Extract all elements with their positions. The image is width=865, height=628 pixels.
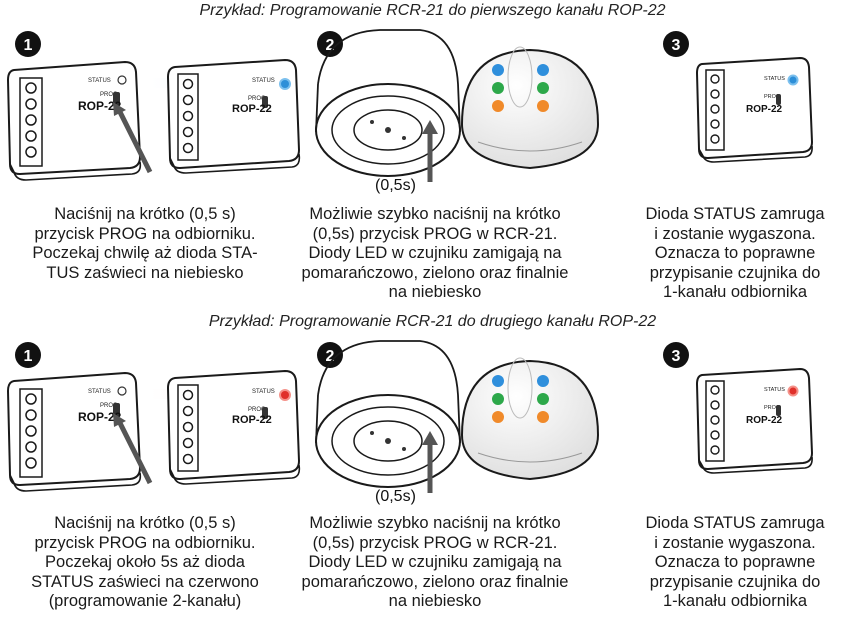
receiver-module-final: STATUS PROG ROP-22 (695, 56, 814, 163)
model-label: ROP-22 (746, 104, 783, 115)
step-1-caption: Naciśnij na krótko (0,5 s) przycisk PROG… (31, 514, 259, 610)
model-label: ROP-22 (78, 410, 122, 424)
status-label: STATUS (252, 389, 275, 395)
status-led (117, 386, 127, 396)
prog-label: PROG (248, 407, 266, 413)
step-3-badge: 3 (663, 31, 689, 57)
step-1-badge: 1 (15, 31, 41, 57)
press-time-label: (0,5s) (375, 488, 416, 505)
step-badge-number: 3 (672, 348, 681, 365)
prog-button (113, 403, 120, 417)
status-label: STATUS (88, 78, 111, 84)
sensor-led-green (492, 393, 504, 405)
prog-label: PROG (100, 403, 118, 409)
sensor-led-orange (537, 100, 549, 112)
section-1-title: Przykład: Programowanie RCR-21 do pierws… (199, 2, 666, 19)
status-label: STATUS (764, 387, 785, 393)
step-badge-number: 1 (24, 348, 33, 365)
press-time-label: (0,5s) (375, 177, 416, 194)
prog-button (262, 407, 268, 419)
section-2-title: Przykład: Programowanie RCR-21 do drugie… (208, 313, 657, 330)
sensor-led-green (492, 82, 504, 94)
prog-button (776, 94, 781, 105)
step-badge-number: 2 (326, 37, 335, 54)
step-3-badge: 3 (663, 342, 689, 368)
sensor-top (460, 357, 600, 481)
step-3-caption: Dioda STATUS zamruga i zostanie wygaszon… (645, 514, 825, 610)
receiver-module-left: STATUS PROG ROP-22 (6, 371, 153, 492)
prog-label: PROG (248, 96, 266, 102)
step-badge-number: 2 (326, 348, 335, 365)
model-label: ROP-22 (232, 414, 272, 426)
step-1-caption: Naciśnij na krótko (0,5 s) przycisk PROG… (32, 205, 258, 282)
step-1-badge: 1 (15, 342, 41, 368)
prog-button (113, 92, 120, 106)
step-2-badge: 2 (317, 342, 343, 368)
receiver-module-right: STATUS PROG ROP-22 (166, 58, 301, 174)
prog-button (776, 405, 781, 416)
sensor-underside (315, 29, 461, 182)
model-label: ROP-22 (746, 415, 783, 426)
status-label: STATUS (88, 389, 111, 395)
step-2-caption: Możliwie szybko naciśnij na krótko (0,5s… (301, 205, 569, 301)
status-led (117, 75, 127, 85)
sensor-led-orange (492, 100, 504, 112)
sensor-top (460, 46, 600, 170)
receiver-module-left: STATUS PROG ROP-22 (6, 60, 153, 181)
step-2-badge: 2 (317, 31, 343, 57)
prog-button (262, 96, 268, 108)
step-badge-number: 1 (24, 37, 33, 54)
model-label: ROP-22 (232, 103, 272, 115)
status-label: STATUS (764, 76, 785, 82)
model-label: ROP-22 (78, 99, 122, 113)
prog-label: PROG (764, 94, 780, 100)
sensor-underside (315, 340, 461, 493)
step-badge-number: 3 (672, 37, 681, 54)
section-1-illustration: 1 STATUS PROG ROP-22 STATUS PROG ROP-22 (6, 29, 814, 194)
sensor-led-green (537, 82, 549, 94)
section-2-illustration: 1 STATUS PROG ROP-22 STATUS PROG ROP-22 … (6, 340, 814, 505)
step-3-caption: Dioda STATUS zamruga i zostanie wygaszon… (645, 205, 825, 301)
sensor-led-blue (492, 375, 504, 387)
sensor-led-blue (537, 64, 549, 76)
sensor-led-green (537, 393, 549, 405)
receiver-module-right: STATUS PROG ROP-22 (166, 369, 301, 485)
receiver-module-final: STATUS PROG ROP-22 (695, 367, 814, 474)
prog-label: PROG (764, 405, 780, 411)
sensor-led-orange (537, 411, 549, 423)
sensor-led-blue (537, 375, 549, 387)
sensor-led-orange (492, 411, 504, 423)
status-label: STATUS (252, 78, 275, 84)
sensor-led-blue (492, 64, 504, 76)
step-2-caption: Możliwie szybko naciśnij na krótko (0,5s… (301, 514, 569, 610)
prog-label: PROG (100, 92, 118, 98)
